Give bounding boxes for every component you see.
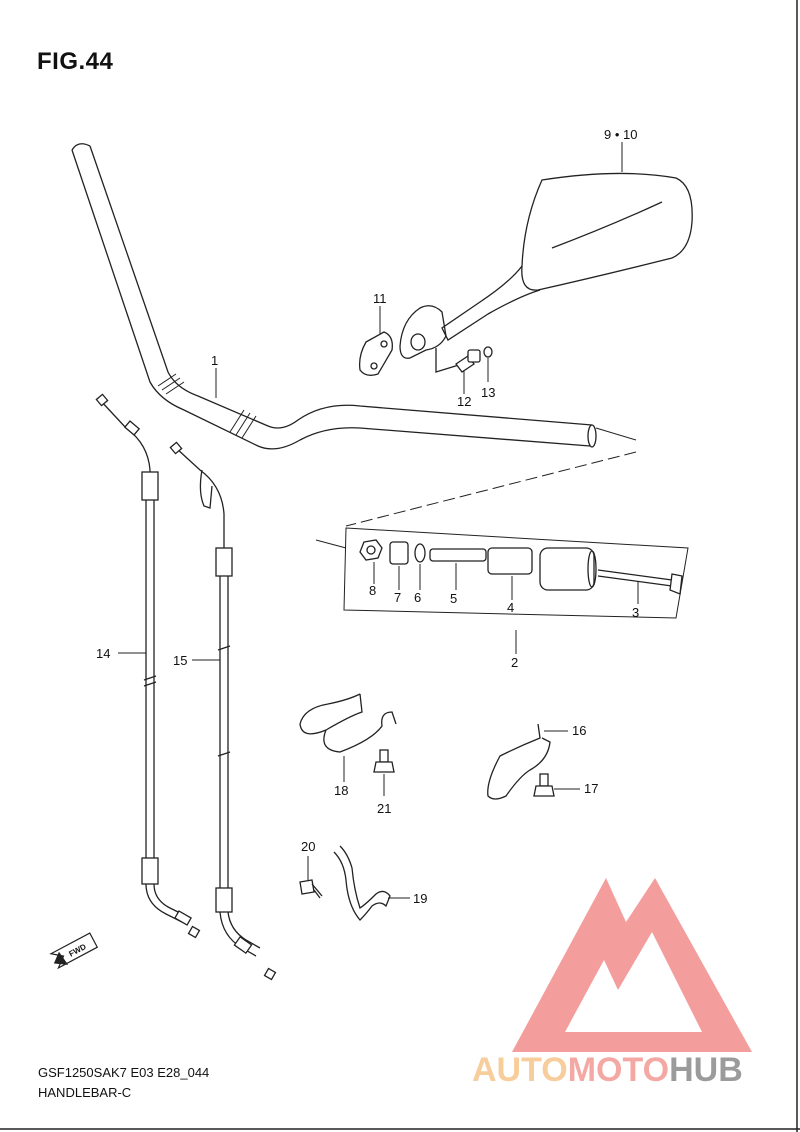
part-label-1: 1 xyxy=(211,353,218,368)
fwd-arrow-head-icon xyxy=(53,951,69,965)
part-label-12: 12 xyxy=(457,394,471,409)
watermark-hub: HUB xyxy=(669,1051,743,1089)
throttle-cable-14 xyxy=(95,393,201,939)
reference-line xyxy=(595,427,637,441)
part-label-6: 6 xyxy=(414,590,421,605)
fwd-direction-badge: FWD xyxy=(49,932,99,970)
part-label-4: 4 xyxy=(507,600,514,615)
nut-8 xyxy=(359,539,383,561)
spacer-tube-5 xyxy=(429,548,487,562)
collar-7 xyxy=(389,541,409,565)
part-label-21: 21 xyxy=(377,801,391,816)
throttle-cable-15 xyxy=(169,441,277,981)
bolt-21 xyxy=(373,749,395,773)
screw-3 xyxy=(597,569,683,595)
part-label-11: 11 xyxy=(373,291,387,306)
part-label-7: 7 xyxy=(394,590,401,605)
watermark-logo: AUTOMOTOHUB xyxy=(472,878,752,1089)
watermark-auto: AUTO xyxy=(472,1051,568,1089)
rubber-4 xyxy=(487,547,533,575)
reference-line xyxy=(345,451,637,527)
mirror xyxy=(399,172,693,373)
model-code: GSF1250SAK7 E03 E28_044 xyxy=(38,1065,210,1080)
part-label-18: 18 xyxy=(334,783,348,798)
cable-clamp-19 xyxy=(333,845,391,921)
cable-guide-18 xyxy=(299,693,397,753)
bar-end-assembly-frame xyxy=(343,527,689,619)
cable-clamp-16 xyxy=(487,723,551,800)
bolt-12 xyxy=(455,349,481,373)
bolt-20 xyxy=(299,879,323,899)
part-label-2: 2 xyxy=(511,655,518,670)
svg-text:AUTOMOTOHUB: AUTOMOTOHUB xyxy=(472,1051,743,1089)
part-label-17: 17 xyxy=(584,781,598,796)
reference-line xyxy=(315,539,347,549)
part-label-20: 20 xyxy=(301,839,315,854)
part-label-9-10: 9 • 10 xyxy=(604,127,637,142)
watermark-triangle-icon xyxy=(512,878,752,1052)
part-label-15: 15 xyxy=(173,653,187,668)
washer-6 xyxy=(414,543,426,563)
figure-title: FIG.44 xyxy=(37,48,114,75)
handlebar xyxy=(71,143,597,450)
mirror-adapter-plate xyxy=(358,331,393,376)
balancer-weight xyxy=(539,547,597,591)
part-label-19: 19 xyxy=(413,891,427,906)
part-label-8: 8 xyxy=(369,583,376,598)
bolt-17 xyxy=(533,773,555,797)
part-label-13: 13 xyxy=(481,385,495,400)
part-label-5: 5 xyxy=(450,591,457,606)
washer-13 xyxy=(483,346,493,358)
part-label-16: 16 xyxy=(572,723,586,738)
watermark-moto: MOTO xyxy=(568,1051,669,1089)
section-name: HANDLEBAR-C xyxy=(38,1085,132,1100)
part-label-14: 14 xyxy=(96,646,110,661)
figure-caption: GSF1250SAK7 E03 E28_044 HANDLEBAR-C xyxy=(38,1063,209,1103)
part-label-3: 3 xyxy=(632,605,639,620)
